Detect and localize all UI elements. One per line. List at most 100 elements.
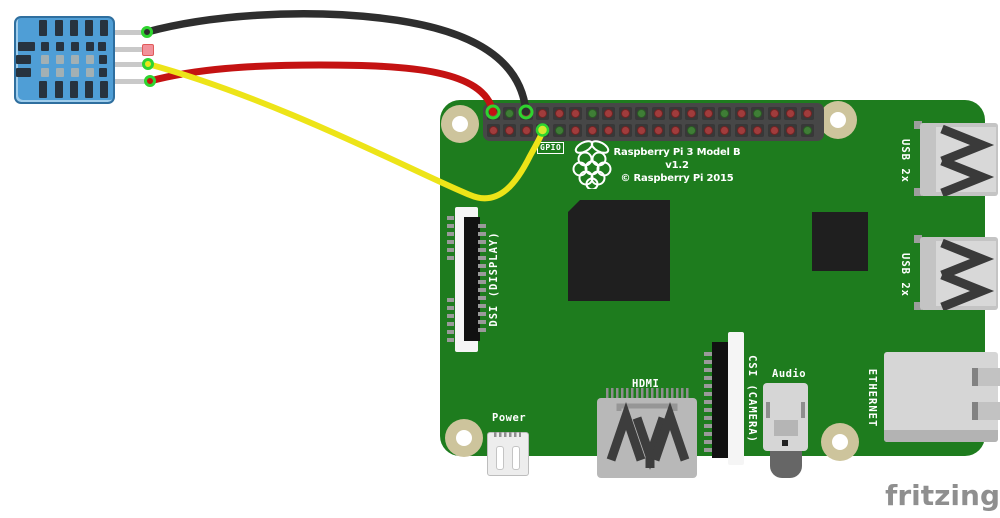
red-pin-dot <box>670 125 680 135</box>
dht11-grille-slot <box>85 20 93 36</box>
gpio-pin-top-5[interactable] <box>552 106 566 120</box>
gpio-pin-top-13[interactable] <box>685 106 699 120</box>
gpio-pin-top-6[interactable] <box>569 106 583 120</box>
gpio-pin-top-17[interactable] <box>751 106 765 120</box>
red-pin-dot <box>488 125 498 135</box>
gpio-pin-top-4[interactable] <box>536 106 550 120</box>
power-port[interactable] <box>487 432 529 476</box>
red-pin-dot <box>703 108 713 118</box>
gpio-pin-bottom-8[interactable] <box>602 123 616 137</box>
gpio-pin-bottom-6[interactable] <box>569 123 583 137</box>
red-pin-dot <box>720 125 730 135</box>
ethernet-label: ETHERNET <box>866 368 878 428</box>
gpio-pin-bottom-5[interactable] <box>552 123 566 137</box>
dht11-grille-slot <box>70 81 78 98</box>
gpio-pin-bottom-11[interactable] <box>652 123 665 137</box>
dht11-leg-data[interactable] <box>105 61 146 67</box>
dht11-leg-nc[interactable] <box>105 46 146 52</box>
hdmi-pins <box>606 388 690 398</box>
gpio-pin-bottom-15[interactable] <box>718 123 732 137</box>
dht11-sensor[interactable] <box>14 16 115 104</box>
gpio-pin-bottom-14[interactable] <box>701 123 715 137</box>
gpio-pin-top-3[interactable] <box>519 106 533 120</box>
green-pin-dot <box>587 108 597 118</box>
green-pin-dot <box>637 108 647 118</box>
gpio-pin-top-14[interactable] <box>701 106 715 120</box>
gpio-pin-bottom-4[interactable] <box>536 123 550 137</box>
gpio-pin-top-9[interactable] <box>618 106 632 120</box>
hdmi-port[interactable] <box>597 398 697 478</box>
gpio-pin-bottom-18[interactable] <box>767 123 781 137</box>
gpio-pin-top-8[interactable] <box>602 106 616 120</box>
gpio-pin-bottom-17[interactable] <box>751 123 765 137</box>
red-pin-dot <box>786 108 796 118</box>
dht11-grille-slot <box>18 42 35 51</box>
red-pin-dot <box>538 125 548 135</box>
gpio-pin-bottom-10[interactable] <box>635 123 649 137</box>
gpio-pin-bottom-16[interactable] <box>734 123 748 137</box>
usb-bottom-tab-upper <box>914 235 922 243</box>
red-pin-dot <box>670 108 680 118</box>
wire-red-power[interactable] <box>146 61 497 116</box>
red-pin-dot <box>736 125 746 135</box>
mounting-hole-bore <box>832 434 848 450</box>
gpio-pin-top-11[interactable] <box>652 106 665 120</box>
wire-black-gnd[interactable] <box>143 10 530 116</box>
gpio-pin-top-7[interactable] <box>585 106 599 120</box>
connection-point[interactable] <box>144 75 156 87</box>
gpio-pin-bottom-2[interactable] <box>503 123 517 137</box>
gpio-label: GPIO <box>537 142 565 154</box>
gpio-pin-bottom-1[interactable] <box>486 123 500 137</box>
audio-label: Audio <box>772 368 807 380</box>
ethernet-tab-top <box>972 368 1000 386</box>
dht11-grille-slot <box>16 68 31 77</box>
green-pin-dot <box>753 108 763 118</box>
gpio-pin-top-1[interactable] <box>486 106 500 120</box>
csi-connector[interactable] <box>728 332 744 465</box>
usb-top-tab-upper <box>914 121 922 129</box>
gpio-header[interactable] <box>483 103 824 141</box>
dht11-grille-slot <box>85 81 93 98</box>
dht11-nc-stub[interactable] <box>142 44 154 56</box>
audio-jack[interactable] <box>763 383 808 451</box>
gpio-pin-bottom-13[interactable] <box>685 123 699 137</box>
mounting-hole-bore <box>830 112 846 128</box>
gpio-pin-top-10[interactable] <box>635 106 649 120</box>
red-pin-dot <box>505 125 515 135</box>
red-pin-dot <box>587 125 597 135</box>
audio-jack-pin <box>782 440 788 446</box>
gpio-pin-bottom-9[interactable] <box>618 123 632 137</box>
board-title: Raspberry Pi 3 Model B v1.2 © Raspberry … <box>602 146 752 185</box>
dsi-connector-pins-left-bottom <box>447 298 454 342</box>
dht11-grille-slot <box>71 42 79 51</box>
gpio-pin-top-12[interactable] <box>668 106 682 120</box>
dht11-leg-vcc[interactable] <box>105 29 146 35</box>
hdmi-port-contacts <box>606 402 690 470</box>
mounting-hole-top-right <box>819 101 857 139</box>
dht11-grille-slot <box>55 20 63 36</box>
dht11-grille-slot <box>86 68 94 77</box>
gpio-pin-top-15[interactable] <box>718 106 732 120</box>
csi-connector-pins <box>704 352 712 452</box>
audio-jack-leg-left <box>766 402 770 418</box>
gpio-pin-bottom-3[interactable] <box>519 123 533 137</box>
gpio-pin-top-20[interactable] <box>800 106 814 120</box>
red-pin-dot <box>571 125 581 135</box>
gpio-pin-bottom-19[interactable] <box>784 123 798 137</box>
gpio-pin-bottom-7[interactable] <box>585 123 599 137</box>
dht11-grille-slot <box>56 42 64 51</box>
usb-port-top[interactable] <box>920 123 998 196</box>
soc-chip <box>568 200 670 301</box>
red-pin-dot <box>637 125 647 135</box>
ethernet-tab-bottom <box>972 402 1000 420</box>
gpio-pin-top-2[interactable] <box>503 106 517 120</box>
ethernet-port[interactable] <box>884 352 998 442</box>
gpio-pin-top-18[interactable] <box>767 106 781 120</box>
gpio-pin-top-19[interactable] <box>784 106 798 120</box>
gpio-pin-bottom-12[interactable] <box>668 123 682 137</box>
gpio-pin-top-16[interactable] <box>734 106 748 120</box>
dht11-leg-gnd[interactable] <box>105 78 146 84</box>
gpio-pin-bottom-20[interactable] <box>800 123 814 137</box>
usb-port-bottom[interactable] <box>920 237 998 310</box>
